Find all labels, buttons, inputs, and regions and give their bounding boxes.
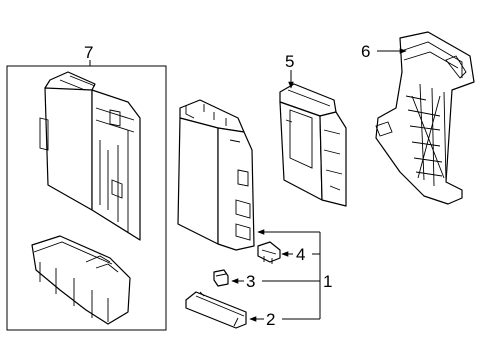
group-frame-7 (6, 65, 167, 331)
ecu-bracket (31, 235, 131, 325)
callout-4: 4 (296, 245, 305, 264)
connector-4 (257, 241, 281, 264)
callout-7: 7 (84, 43, 93, 62)
callout-3: 3 (246, 272, 255, 291)
callout-2: 2 (266, 310, 275, 329)
callout-1: 1 (323, 272, 332, 291)
mounting-frame (375, 31, 475, 205)
ecu-module (39, 71, 141, 241)
bracket-1 (257, 229, 321, 320)
clip-3 (213, 269, 229, 287)
control-module (279, 83, 347, 207)
cover-plate-2 (185, 291, 247, 329)
callout-5: 5 (285, 52, 294, 71)
callout-6: 6 (361, 42, 370, 61)
junction-block (177, 99, 255, 251)
